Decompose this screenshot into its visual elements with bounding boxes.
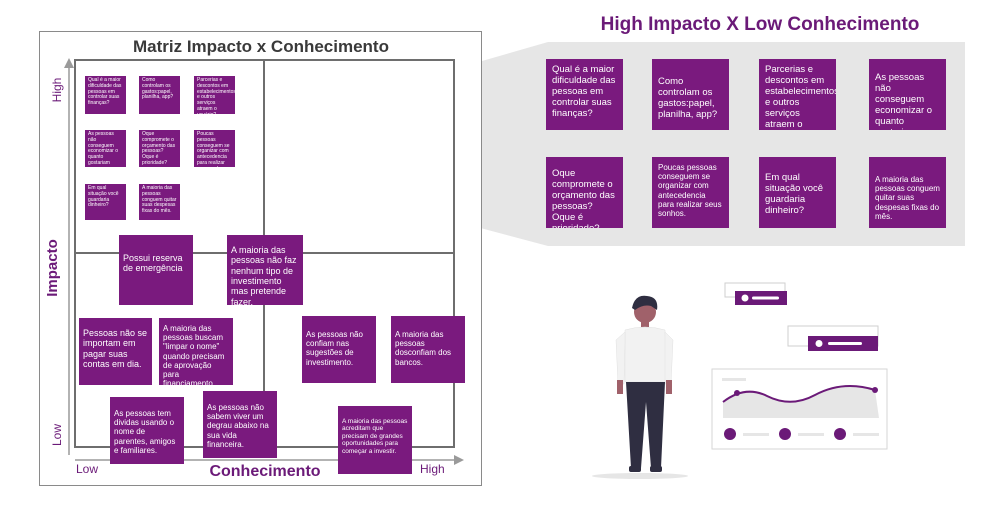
matrix-small-note: A maioria das pessoas conguem quitar sua…: [139, 184, 180, 220]
matrix-small-note: Poucas pessoas conseguem se organizar co…: [194, 130, 235, 167]
matrix-small-note: Oque compromete o orçamento das pessoas?…: [139, 130, 180, 167]
y-axis-low: Low: [50, 424, 64, 447]
matrix-note: A maioria das pessoas dosconfiam dos ban…: [391, 316, 465, 383]
matrix-note: As pessoas tem dividas usando o nome de …: [110, 397, 184, 464]
x-axis-high: High: [420, 462, 445, 476]
matrix-small-note: Em qual situação você guardaria dinheiro…: [85, 184, 126, 220]
y-axis-high: High: [50, 77, 64, 103]
matrix-note: As pessoas não confiam nas sugestões de …: [302, 316, 376, 383]
matrix-title: Matriz Impacto x Conhecimento: [133, 37, 389, 56]
zoom-note: Poucas pessoas conseguem se organizar co…: [652, 157, 729, 228]
matrix-small-note: As pessoas não conseguem economizar o qu…: [85, 130, 126, 167]
y-axis-label: Impacto: [44, 239, 61, 297]
matrix-note: A maioria das pessoas não faz nenhum tip…: [227, 235, 303, 305]
x-axis-label: Conhecimento: [209, 463, 321, 480]
zoom-note: Parcerias e descontos em estabelecimento…: [759, 59, 836, 130]
zoom-note: Como controlam os gastos:papel, planilha…: [652, 59, 729, 130]
matrix-note: Possui reserva de emergência: [119, 235, 193, 305]
matrix-note: Pessoas não se importam em pagar suas co…: [79, 318, 152, 385]
matrix-note: As pessoas não sabem viver um degrau aba…: [203, 391, 277, 458]
person-with-dashboard-illustration: [592, 282, 888, 479]
matrix-small-note: Qual é a maior dificuldade das pessoas e…: [85, 76, 126, 114]
zoom-note: Oque compromete o orçamento das pessoas?…: [546, 157, 623, 228]
matrix-small-note: Como controlam os gastos:papel, planilha…: [139, 76, 180, 114]
zoom-note: A maioria das pessoas conguem quitar sua…: [869, 157, 946, 228]
zoom-note: Em qual situação você guardaria dinheiro…: [759, 157, 836, 228]
matrix-note: A maioria das pessoas acreditam que prec…: [338, 406, 412, 474]
matrix-note: A maioria das pessoas buscam "limpar o n…: [159, 318, 233, 385]
zoom-note: As pessoas não conseguem economizar o qu…: [869, 59, 946, 130]
x-axis-low: Low: [76, 462, 99, 476]
matrix-small-note: Parcerias e descontos em estabelecimento…: [194, 76, 235, 114]
zoom-title: High Impacto X Low Conhecimento: [600, 14, 920, 35]
zoom-note: Qual é a maior dificuldade das pessoas e…: [546, 59, 623, 130]
